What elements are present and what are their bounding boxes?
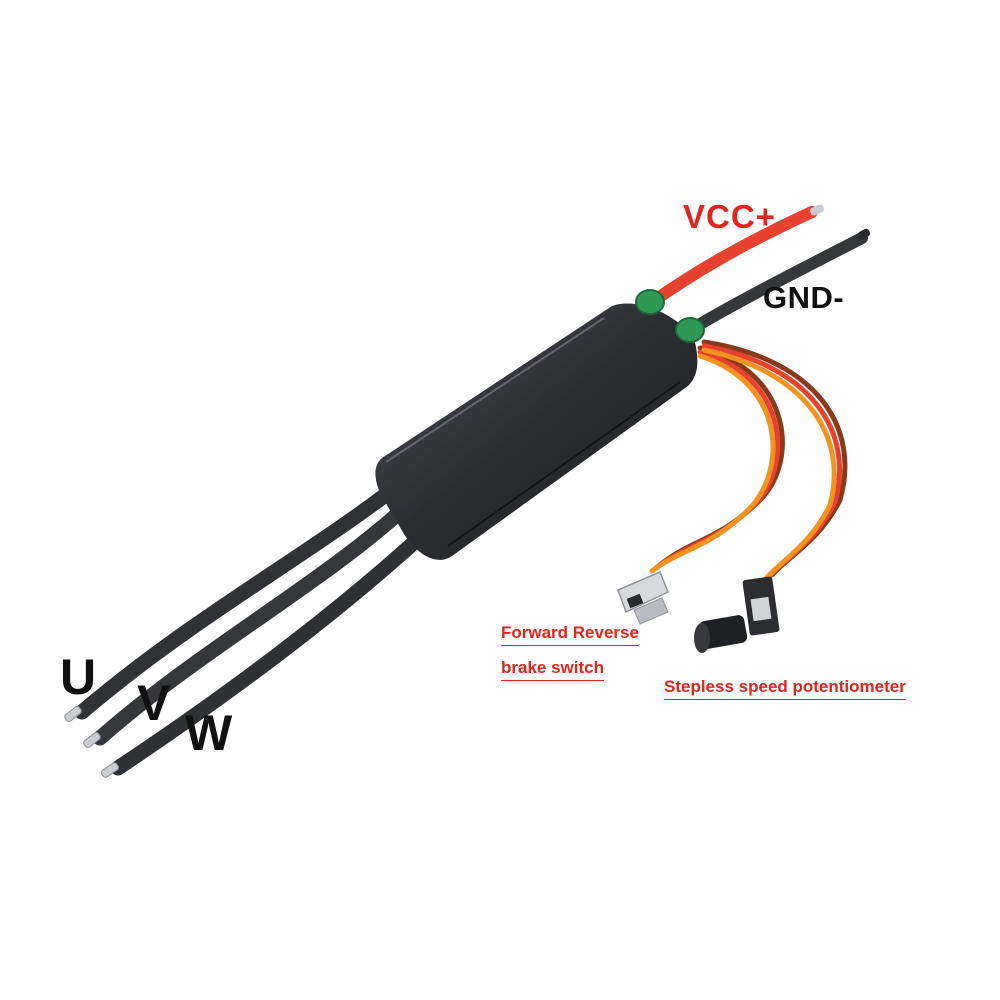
- terminal-w: [100, 762, 120, 778]
- vcc-wire: [642, 206, 818, 311]
- phase-wire-w: [110, 520, 438, 776]
- vcc-terminal: [809, 204, 825, 216]
- vcc-label: VCC+: [683, 198, 776, 235]
- pot-wire-orange: [701, 347, 837, 584]
- phase-wire-u: [74, 482, 400, 720]
- esc-body: [375, 303, 698, 560]
- potentiometer: [694, 576, 780, 653]
- gnd-label: GND-: [763, 280, 845, 315]
- terminal-u: [64, 706, 82, 722]
- phase-wires: [74, 482, 438, 776]
- potentiometer-label: Stepless speed potentiometer: [664, 678, 906, 700]
- phase-v-label: V: [137, 675, 171, 731]
- gnd-terminal: [857, 228, 871, 240]
- capacitors: [635, 289, 705, 343]
- terminal-v: [83, 732, 101, 748]
- toggle-switch: [617, 571, 669, 625]
- signal-harness: [649, 339, 848, 584]
- switch-wire-orange: [649, 353, 776, 574]
- phase-u-label: U: [60, 649, 97, 705]
- power-wires: [642, 206, 868, 336]
- gnd-wire: [684, 232, 868, 336]
- switch-label-line2: brake switch: [501, 659, 604, 681]
- phase-terminals: [64, 706, 120, 778]
- switch-label-line1: Forward Reverse: [501, 624, 639, 646]
- phase-w-label: W: [185, 705, 233, 761]
- phase-wire-v: [92, 497, 416, 746]
